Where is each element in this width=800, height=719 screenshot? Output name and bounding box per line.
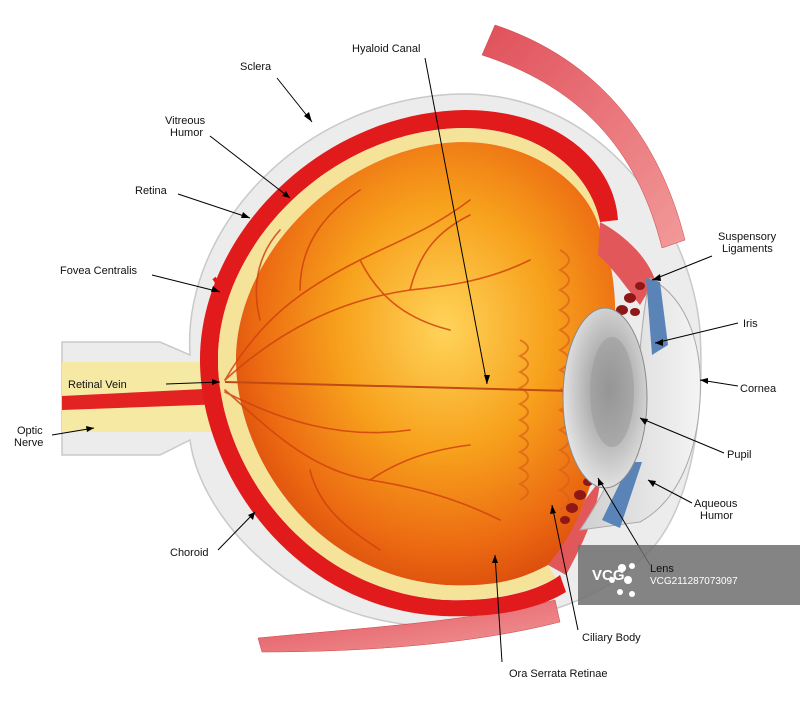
leader-arrowheads bbox=[86, 112, 708, 563]
label-fovea-centralis: Fovea Centralis bbox=[60, 265, 138, 277]
watermark-brand: VCG bbox=[592, 567, 625, 584]
label-aqueous-humor-2: Humor bbox=[700, 510, 733, 522]
ciliary-body-lower bbox=[548, 480, 600, 575]
label-cornea: Cornea bbox=[740, 383, 777, 395]
label-iris: Iris bbox=[743, 318, 758, 330]
iris-lower bbox=[602, 462, 642, 528]
label-vitreous-humor-2: Humor bbox=[170, 127, 203, 139]
label-lens: Lens bbox=[650, 563, 674, 575]
label-ciliary-body: Ciliary Body bbox=[582, 632, 641, 644]
label-hyaloid-canal: Hyaloid Canal bbox=[352, 43, 420, 55]
label-ora-serrata: Ora Serrata Retinae bbox=[509, 668, 607, 680]
vitreous-body bbox=[236, 142, 616, 586]
choroid-layer bbox=[200, 110, 618, 617]
lower-muscle bbox=[257, 599, 561, 653]
watermark: VCG Lens VCG211287073097 bbox=[578, 545, 800, 605]
label-vitreous-humor-1: Vitreous bbox=[165, 115, 206, 127]
lens-highlight bbox=[590, 337, 634, 447]
label-suspensory-2: Ligaments bbox=[722, 243, 773, 255]
upper-muscle bbox=[481, 24, 686, 249]
fovea-bump bbox=[212, 276, 223, 303]
label-aqueous-humor-1: Aqueous bbox=[694, 498, 738, 510]
iris-upper bbox=[646, 278, 668, 355]
optic-nerve-red bbox=[62, 388, 225, 410]
label-suspensory-1: Suspensory bbox=[718, 231, 777, 243]
watermark-box bbox=[578, 545, 800, 605]
retinal-vein-line bbox=[224, 381, 611, 393]
label-retinal-vein: Retinal Vein bbox=[68, 379, 127, 391]
label-optic-nerve-2: Nerve bbox=[14, 437, 43, 449]
retinal-vessels bbox=[224, 189, 531, 551]
leader-lines bbox=[51, 57, 739, 663]
watermark-id: VCG211287073097 bbox=[650, 576, 738, 587]
label-sclera: Sclera bbox=[240, 61, 272, 73]
label-choroid: Choroid bbox=[170, 547, 209, 559]
label-optic-nerve-1: Optic bbox=[17, 425, 43, 437]
watermark-logo-icon bbox=[609, 563, 635, 597]
label-pupil: Pupil bbox=[727, 449, 751, 461]
label-retina: Retina bbox=[135, 185, 168, 197]
